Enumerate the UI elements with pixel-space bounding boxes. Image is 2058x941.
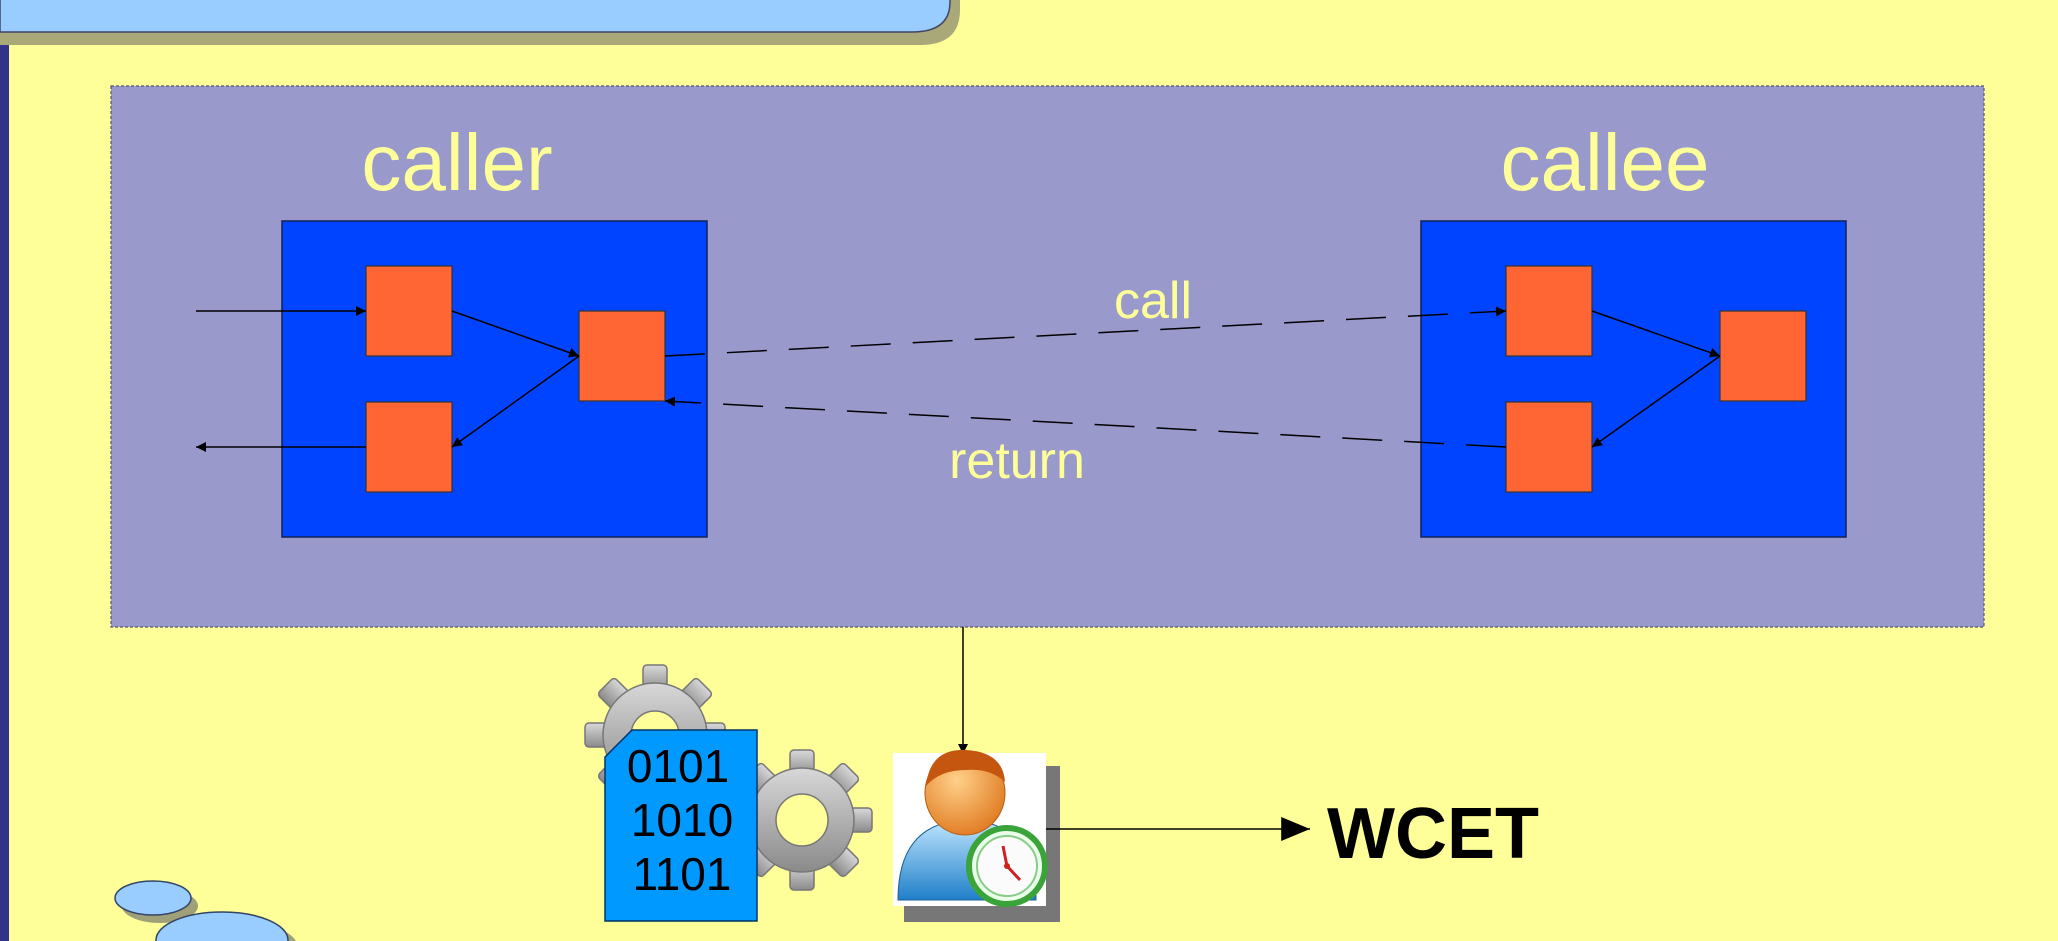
user-clock-icon [893, 749, 1060, 922]
caller-block-entry [365, 265, 453, 357]
caller-edge-2 [451, 355, 580, 448]
binary-line-1: 0101 [627, 740, 729, 792]
wcet-label: WCET [1327, 794, 1539, 874]
callee-edges [1591, 310, 1721, 448]
binary-file-icon: 0101 1010 1101 [604, 729, 758, 922]
caller-edge-1 [451, 310, 580, 358]
caller-title: caller [361, 118, 552, 207]
callee-edge-1 [1591, 310, 1721, 358]
sidebar-stripe [0, 0, 9, 941]
caller-block-call [578, 310, 666, 402]
callee-block-exit [1505, 401, 1593, 493]
return-label: return [949, 432, 1085, 490]
binary-line-3: 1101 [633, 848, 732, 900]
callee-title: callee [1500, 118, 1709, 207]
call-label: call [1114, 272, 1192, 330]
decorative-bubbles [114, 880, 296, 941]
header-tab [0, 0, 960, 45]
return-edge [664, 396, 1507, 448]
callee-block-entry [1505, 265, 1593, 357]
caller-block-exit [365, 401, 453, 493]
binary-line-2: 1010 [631, 794, 733, 846]
caller-edges [196, 306, 580, 452]
callee-block-middle [1719, 310, 1807, 402]
callee-edge-2 [1591, 355, 1721, 448]
call-edge [664, 306, 1507, 357]
